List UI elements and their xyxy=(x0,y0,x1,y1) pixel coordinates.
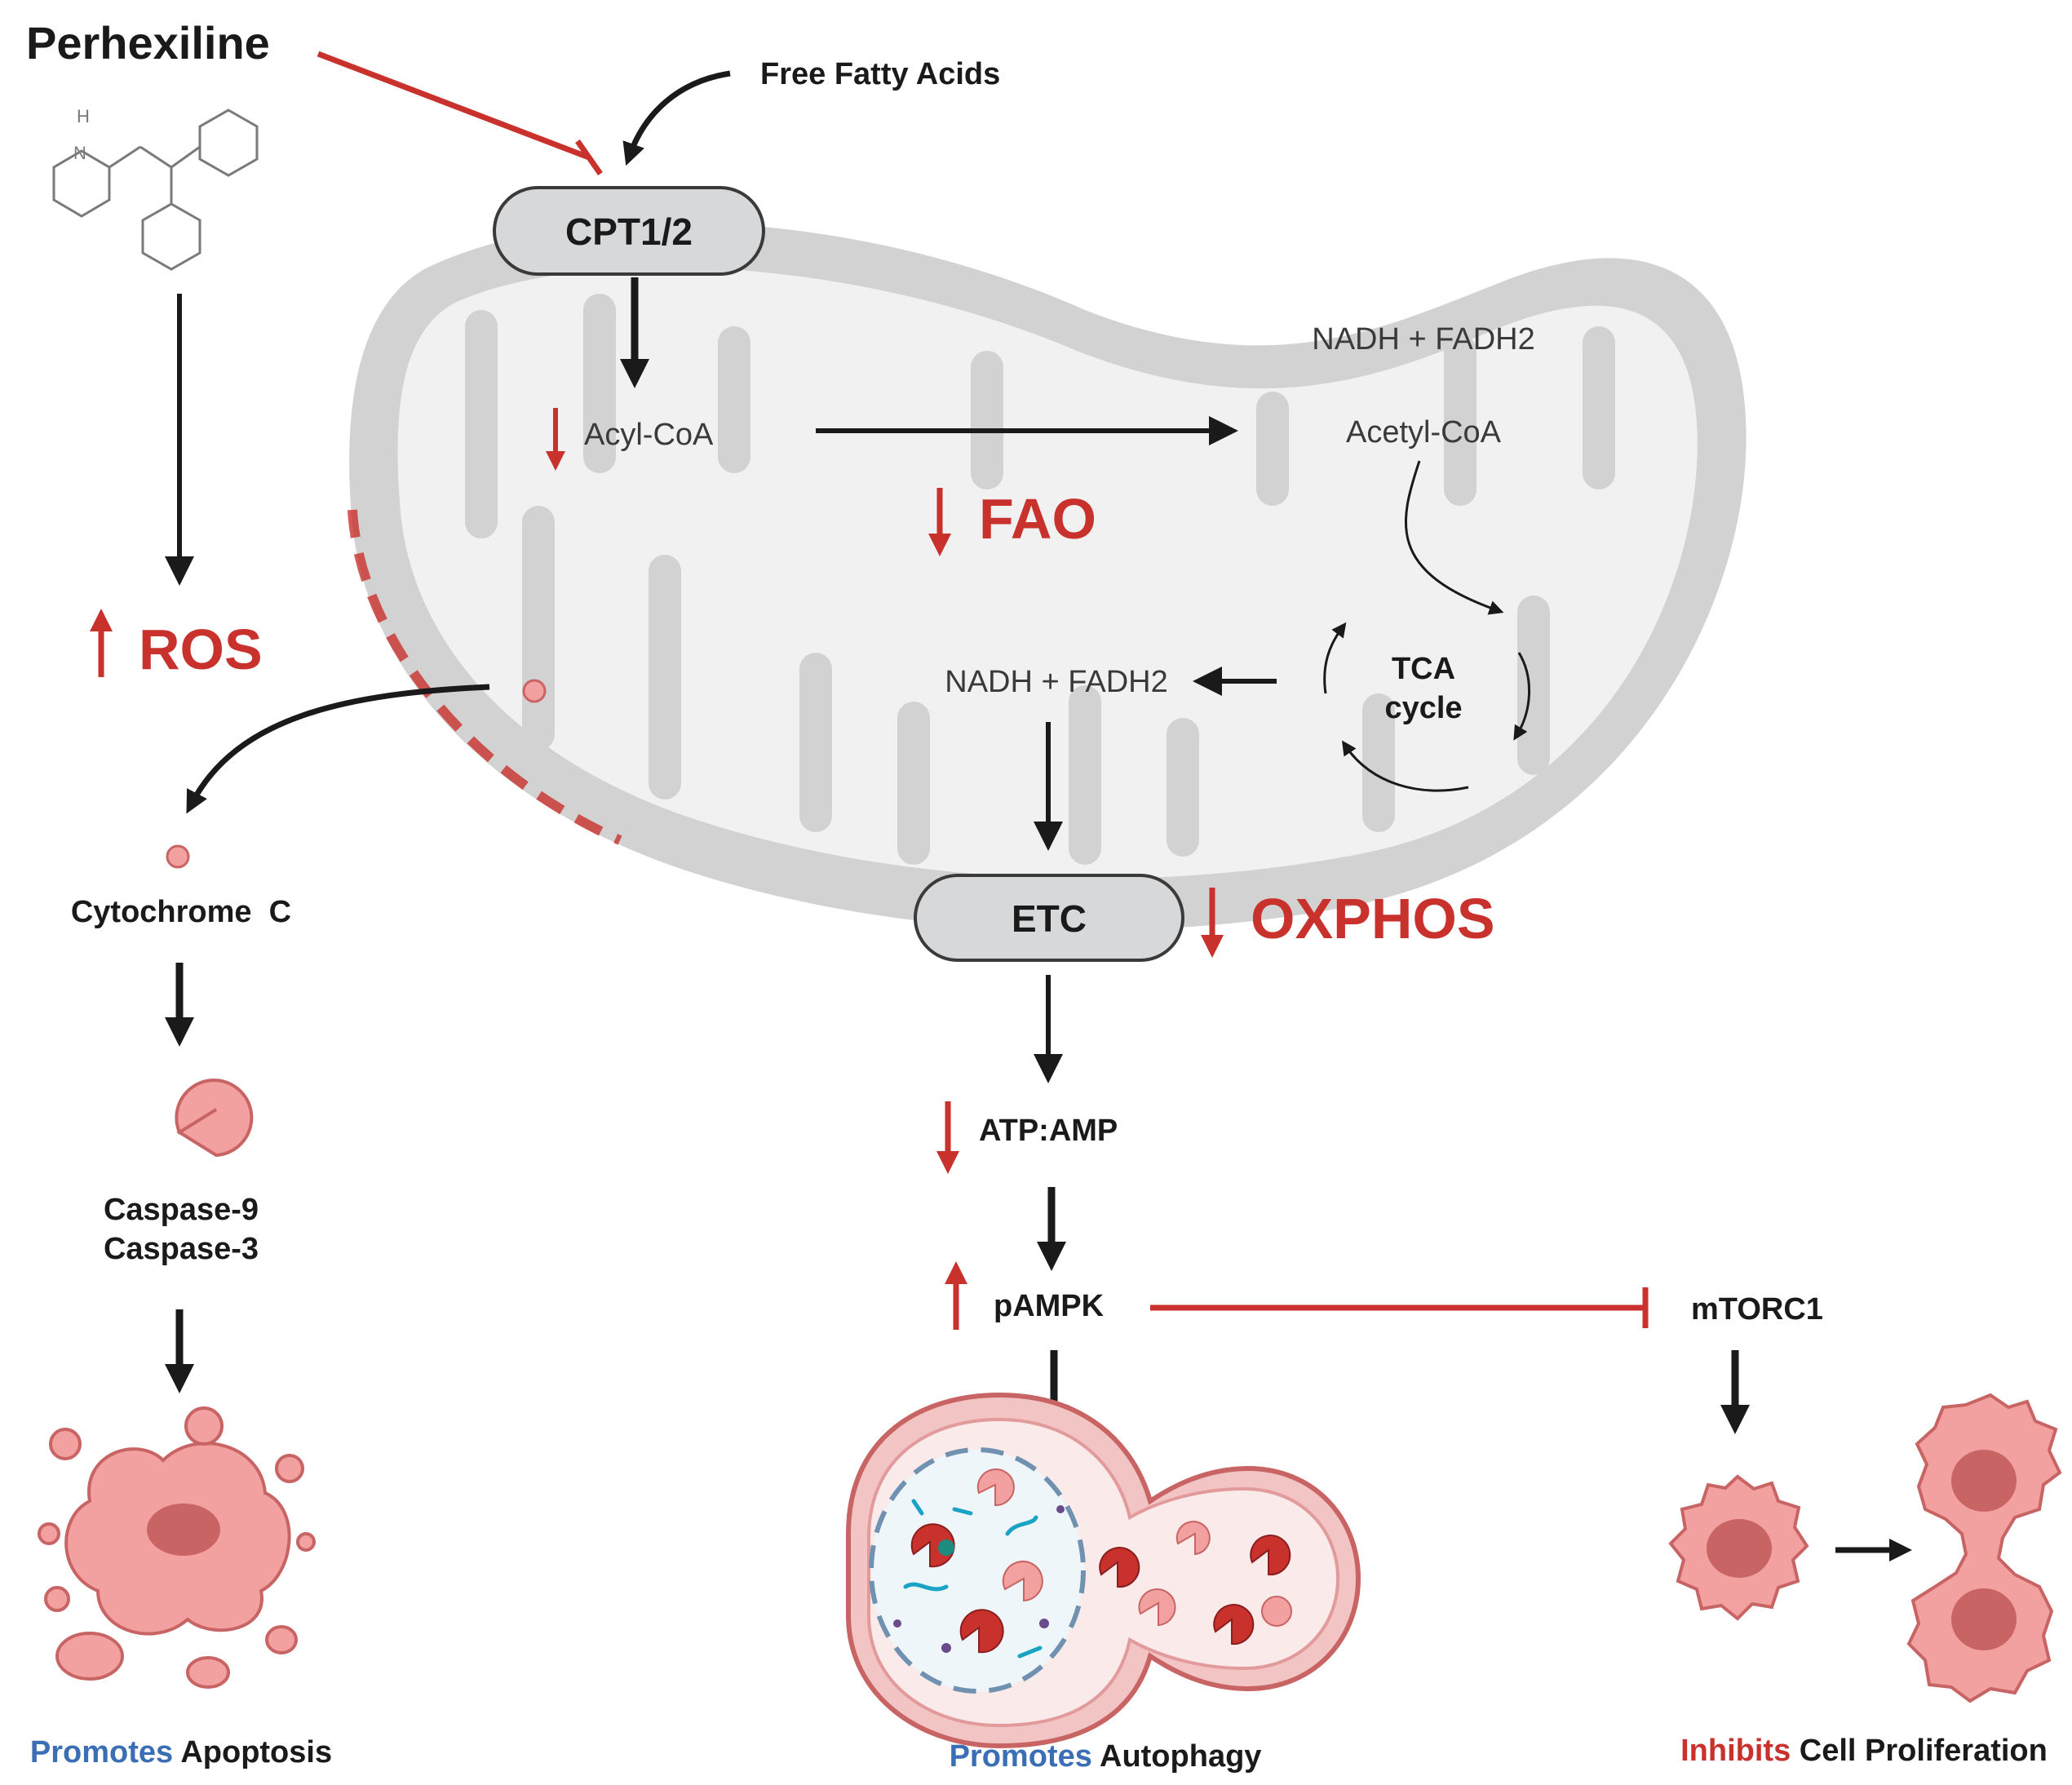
fao-label: FAO xyxy=(979,487,1096,551)
acylcoa-label: Acyl-CoA xyxy=(584,418,714,452)
apoptosis-outcome-verb: Promotes xyxy=(30,1735,173,1769)
nadh-top-label: NADH + FADH2 xyxy=(1312,322,1534,357)
oxphos-label: OXPHOS xyxy=(1251,887,1495,950)
tca-label-line2: cycle xyxy=(1384,691,1462,725)
acetylcoa-to-tca-arrow xyxy=(1404,460,1504,615)
cytochrome-c-released xyxy=(166,844,190,869)
apoptosis-outcome-noun: Apoptosis xyxy=(180,1735,332,1769)
atp-amp-label: ATP:AMP xyxy=(979,1114,1118,1148)
autophagy-outcome: Promotes Autophagy xyxy=(950,1739,1262,1774)
structure-atom-n: N xyxy=(73,143,86,163)
tca-cycle xyxy=(1323,622,1531,792)
autophagy-outcome-noun: Autophagy xyxy=(1100,1739,1261,1774)
nadh-mid-label: NADH + FADH2 xyxy=(945,665,1167,699)
autophagy-icon xyxy=(846,1392,1361,1749)
inhibition-pampk-mtorc1 xyxy=(1150,1287,1649,1328)
autophagy-outcome-verb: Promotes xyxy=(950,1739,1092,1774)
acetylcoa-label: Acetyl-CoA xyxy=(1346,415,1502,450)
etc-label: ETC xyxy=(1012,897,1087,940)
proliferation-outcome-verb: Inhibits xyxy=(1680,1734,1791,1768)
caspase9-label: Caspase-9 xyxy=(104,1193,259,1227)
mitochondrion xyxy=(348,222,1747,931)
cytochrome-c-in-mito xyxy=(522,679,547,703)
cpt-node: CPT1/2 xyxy=(493,186,765,276)
free-fatty-acids-label: Free Fatty Acids xyxy=(760,57,1000,91)
single-cell-icon xyxy=(1668,1474,1809,1621)
etc-node: ETC xyxy=(914,874,1184,962)
fatty-acids-arrow xyxy=(622,70,731,166)
cytochrome-release-arrow xyxy=(186,684,490,814)
caspase3-label: Caspase-3 xyxy=(104,1232,259,1266)
dividing-cell-icon xyxy=(1906,1393,2062,1703)
proliferation-outcome-noun: Cell Proliferation xyxy=(1800,1734,2048,1768)
inhibition-perhexiline-cpt xyxy=(317,51,603,176)
pampk-label: pAMPK xyxy=(994,1289,1105,1323)
cpt-label: CPT1/2 xyxy=(565,210,693,253)
tca-label-line1: TCA xyxy=(1392,652,1455,686)
caspase-icon xyxy=(175,1079,254,1158)
apoptosis-outcome: Promotes Apoptosis xyxy=(30,1735,332,1769)
perhexiline-label: Perhexiline xyxy=(26,17,270,69)
proliferation-outcome: Inhibits Cell Proliferation xyxy=(1680,1734,2048,1768)
perhexiline-structure xyxy=(52,109,259,271)
cytochrome-c-label: Cytochrome C xyxy=(71,895,291,929)
mtorc1-label: mTORC1 xyxy=(1691,1292,1823,1327)
apoptotic-cell-icon xyxy=(38,1406,316,1689)
structure-atom-h: H xyxy=(77,106,90,126)
ros-label: ROS xyxy=(139,618,263,681)
